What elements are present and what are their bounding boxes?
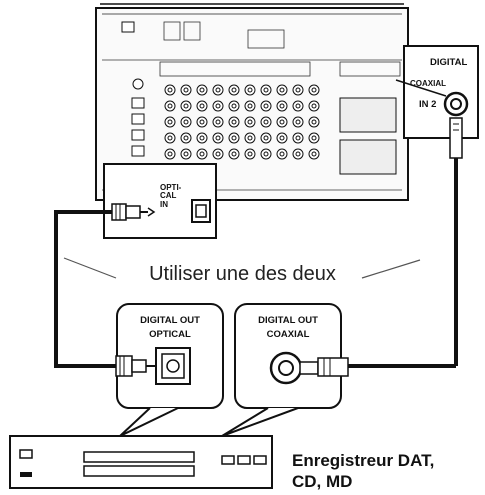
rca-jack-core xyxy=(231,103,237,109)
rca-jack-core xyxy=(183,87,189,93)
optical-panel-subtitle: OPTICAL xyxy=(149,329,191,340)
digital-label: DIGITAL xyxy=(430,57,468,68)
coaxial-label: COAXIAL xyxy=(410,79,446,88)
rca-jack-core xyxy=(167,135,173,141)
rca-jack-core xyxy=(263,87,269,93)
rca-jack-core xyxy=(279,151,285,157)
rca-jack-core xyxy=(311,151,317,157)
rca-jack-core xyxy=(247,151,253,157)
optical-panel-title: DIGITAL OUT xyxy=(140,315,200,326)
rca-jack-core xyxy=(279,135,285,141)
rca-jack-core xyxy=(231,135,237,141)
rca-jack-core xyxy=(199,87,205,93)
rca-jack-core xyxy=(199,103,205,109)
rca-jack-core xyxy=(199,151,205,157)
rca-jack-core xyxy=(215,87,221,93)
rca-jack-core xyxy=(231,151,237,157)
recorder-device xyxy=(9,435,273,489)
coaxial-cable-receiver-side xyxy=(348,117,463,368)
rca-jack-core xyxy=(295,151,301,157)
av-receiver-rear-panel xyxy=(95,3,409,201)
rca-jack-core xyxy=(247,119,253,125)
rca-jack-core xyxy=(311,119,317,125)
rca-jack-core xyxy=(295,103,301,109)
rca-jack-core xyxy=(215,151,221,157)
rca-jack-core xyxy=(167,103,173,109)
rca-jack-core xyxy=(167,119,173,125)
rca-jack-core xyxy=(199,135,205,141)
rca-jack-core xyxy=(295,119,301,125)
rca-jack-core xyxy=(231,119,237,125)
optical-in-label: OPTI- CAL IN xyxy=(160,183,182,209)
rca-jack-core xyxy=(263,119,269,125)
rca-jack-core xyxy=(279,87,285,93)
rca-jack-core xyxy=(295,87,301,93)
rca-jack-core xyxy=(263,103,269,109)
device-name: Enregistreur DAT, CD, MD xyxy=(292,451,435,492)
rca-jack-core xyxy=(295,135,301,141)
coaxial-panel-title: DIGITAL OUT xyxy=(258,315,318,326)
rca-jack-core xyxy=(247,135,253,141)
rca-jack-core xyxy=(167,87,173,93)
source-optical-panel xyxy=(115,303,224,409)
rca-jack-core xyxy=(279,119,285,125)
source-coaxial-panel xyxy=(234,303,349,409)
optical-cable xyxy=(54,210,116,368)
digital-coaxial-inset xyxy=(395,45,479,139)
rca-jack-core xyxy=(215,103,221,109)
rca-jack-core xyxy=(183,119,189,125)
in2-label: IN 2 xyxy=(419,99,437,110)
coaxial-panel-subtitle: COAXIAL xyxy=(266,329,310,340)
rca-jack-core xyxy=(247,87,253,93)
rca-jack-core xyxy=(215,119,221,125)
rca-jack-core xyxy=(311,103,317,109)
rca-jack-core xyxy=(231,87,237,93)
rca-jack-core xyxy=(183,135,189,141)
caption-use-either: Utiliser une des deux xyxy=(149,263,336,285)
rca-jack-core xyxy=(215,135,221,141)
rca-jack-core xyxy=(167,151,173,157)
rca-jack-core xyxy=(279,103,285,109)
rca-jack-core xyxy=(311,87,317,93)
rca-jack-core xyxy=(199,119,205,125)
rca-jack-core xyxy=(183,151,189,157)
rca-jack-core xyxy=(263,151,269,157)
rca-jack-core xyxy=(183,103,189,109)
rca-jack-core xyxy=(263,135,269,141)
rca-jack-core xyxy=(247,103,253,109)
rca-jack-core xyxy=(311,135,317,141)
